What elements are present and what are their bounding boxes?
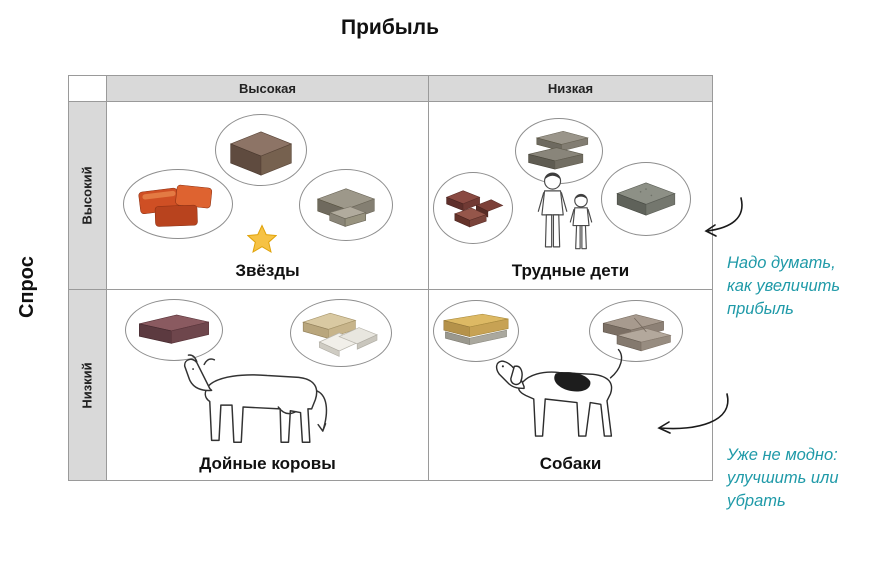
quadrant-label-cash-cows: Дойные коровы <box>199 454 336 473</box>
paver-tan-white-icon <box>290 299 392 367</box>
paver-gray-cluster-icon <box>299 169 393 241</box>
paver-maroon-brick-icon <box>125 299 223 361</box>
quadrant-label-dogs: Собаки <box>539 454 602 473</box>
paver-gray-square-icon <box>601 162 691 236</box>
col-header-low: Низкая <box>429 76 713 102</box>
quadrant-problem-children: Трудные дети <box>429 102 713 290</box>
corner-cell <box>69 76 107 102</box>
row-header-high: Высокий <box>69 102 107 290</box>
children-illustration <box>537 172 593 250</box>
bcg-matrix: Высокая Низкая Высокий <box>68 75 713 481</box>
paver-orange-bricks-icon <box>123 169 233 239</box>
arrow-to-dogs-icon <box>657 393 729 434</box>
quadrant-dogs: Собаки <box>429 290 713 481</box>
cow-illustration <box>184 354 328 443</box>
quadrant-cash-cows: Дойные коровы <box>107 290 429 481</box>
quadrant-label-problem-children: Трудные дети <box>511 261 630 280</box>
star-icon <box>247 224 277 254</box>
row-header-low: Низкий <box>69 290 107 481</box>
page-title: Прибыль <box>341 16 439 39</box>
annotation-out-of-fashion: Уже не модно: улучшить или убрать <box>727 446 839 510</box>
quadrant-label-stars: Звёзды <box>235 261 300 280</box>
dog-illustration <box>495 348 623 437</box>
paver-red-squares-icon <box>433 172 513 244</box>
quadrant-stars: Звёзды <box>107 102 429 290</box>
y-axis-label: Спрос <box>16 256 38 318</box>
paver-brown-cube-icon <box>215 114 307 186</box>
paver-gray-stack-icon <box>515 118 603 184</box>
paver-gray-bricks-icon <box>589 300 683 362</box>
annotation-increase-profit: Надо думать, как увеличить прибыль <box>727 254 841 318</box>
col-header-high: Высокая <box>107 76 429 102</box>
paver-yellow-slab-icon <box>433 300 519 362</box>
arrow-to-problem-children-icon <box>704 197 743 237</box>
